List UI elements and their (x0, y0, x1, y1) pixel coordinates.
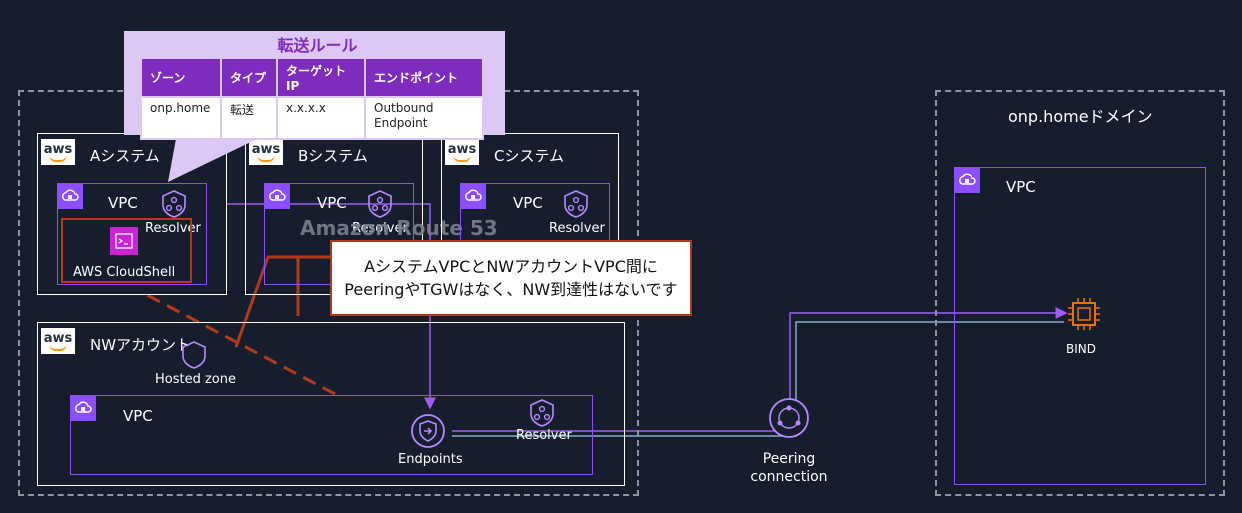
chip-icon (1068, 298, 1100, 330)
vpc-c-label: VPC (513, 194, 543, 212)
vpc-a (57, 183, 207, 285)
table-header: ゾーン (140, 57, 222, 98)
resolver-icon (564, 190, 588, 218)
table-cell: Outbound Endpoint (364, 96, 484, 140)
table-header: エンドポイント (364, 57, 484, 98)
resolver-c-label: Resolver (549, 221, 605, 236)
table-cell: x.x.x.x (276, 96, 366, 140)
hosted-zone-icon (182, 341, 206, 369)
table-header: ターゲットIP (276, 57, 366, 98)
no-reachability-callout: AシステムVPCとNWアカウントVPC間に PeeringやTGWはなく、NW到… (330, 240, 692, 316)
table-row: onp.home 転送 x.x.x.x Outbound Endpoint (140, 96, 484, 140)
aws-logo-icon: aws (445, 139, 479, 165)
table-cell: 転送 (220, 96, 278, 140)
vpc-icon (264, 183, 290, 209)
route53-label: Amazon Route 53 (300, 216, 498, 240)
cloudshell-highlight-box (61, 218, 192, 283)
cloudshell-icon (110, 227, 138, 255)
resolver-b-label: Resolver (352, 221, 408, 236)
endpoints-label: Endpoints (398, 452, 463, 467)
vpc-icon (460, 183, 486, 209)
vpc-icon (57, 183, 83, 209)
vpc-onprem-label: VPC (1006, 178, 1036, 196)
peering-label-line-1: Peering (762, 451, 816, 467)
aws-logo-icon: aws (249, 139, 283, 165)
forwarding-rule-title: 転送ルール (277, 36, 358, 55)
account-nw-name: NWアカウント (90, 336, 192, 354)
callout-line-1: AシステムVPCとNWアカウントVPC間に (364, 257, 658, 276)
cloudshell-label: AWS CloudShell (73, 265, 176, 280)
callout-line-2: PeeringやTGWはなく、NW到達性はないです (344, 280, 678, 299)
table-cell: onp.home (140, 96, 222, 140)
rule-table-tail (168, 128, 280, 182)
forwarding-rule-table: ゾーン タイプ ターゲットIP エンドポイント onp.home 転送 x.x.… (140, 57, 484, 140)
aws-logo-icon: aws (41, 139, 75, 165)
resolver-icon (368, 190, 392, 218)
vpc-icon (70, 395, 96, 421)
resolver-nw-label: Resolver (516, 428, 572, 443)
account-b-name: Bシステム (298, 147, 368, 165)
no-reach-dashed-line (127, 283, 336, 396)
vpc-onprem (954, 167, 1206, 485)
aws-logo-icon: aws (41, 328, 75, 354)
account-c-name: Cシステム (494, 147, 565, 165)
bind-label: BIND (1066, 342, 1096, 356)
vpc-a-label: VPC (108, 194, 138, 212)
resolver-icon (530, 399, 554, 427)
vpc-b-label: VPC (317, 194, 347, 212)
forwarding-rule-panel: 転送ルール ゾーン タイプ ターゲットIP エンドポイント onp.home 転… (124, 31, 505, 140)
callout-pointer (234, 255, 330, 348)
vpc-icon (954, 167, 980, 193)
peering-label: Peering connection (740, 450, 838, 486)
endpoints-icon (411, 414, 445, 448)
peering-label-line-2: connection (750, 469, 828, 485)
vpc-nw-label: VPC (123, 407, 153, 425)
flow-endpoints-to-peering (452, 307, 1068, 432)
table-header: タイプ (220, 57, 278, 98)
onprem-domain-boundary (935, 90, 1225, 496)
resolver-icon (162, 190, 186, 218)
onprem-domain-title: onp.homeドメイン (1008, 107, 1153, 126)
resolver-a-label: Resolver (145, 221, 201, 236)
hosted-zone-label: Hosted zone (155, 372, 236, 387)
peering-icon (769, 398, 809, 438)
account-nw (37, 322, 625, 486)
account-a-name: Aシステム (90, 147, 160, 165)
vpc-nw (70, 395, 593, 475)
